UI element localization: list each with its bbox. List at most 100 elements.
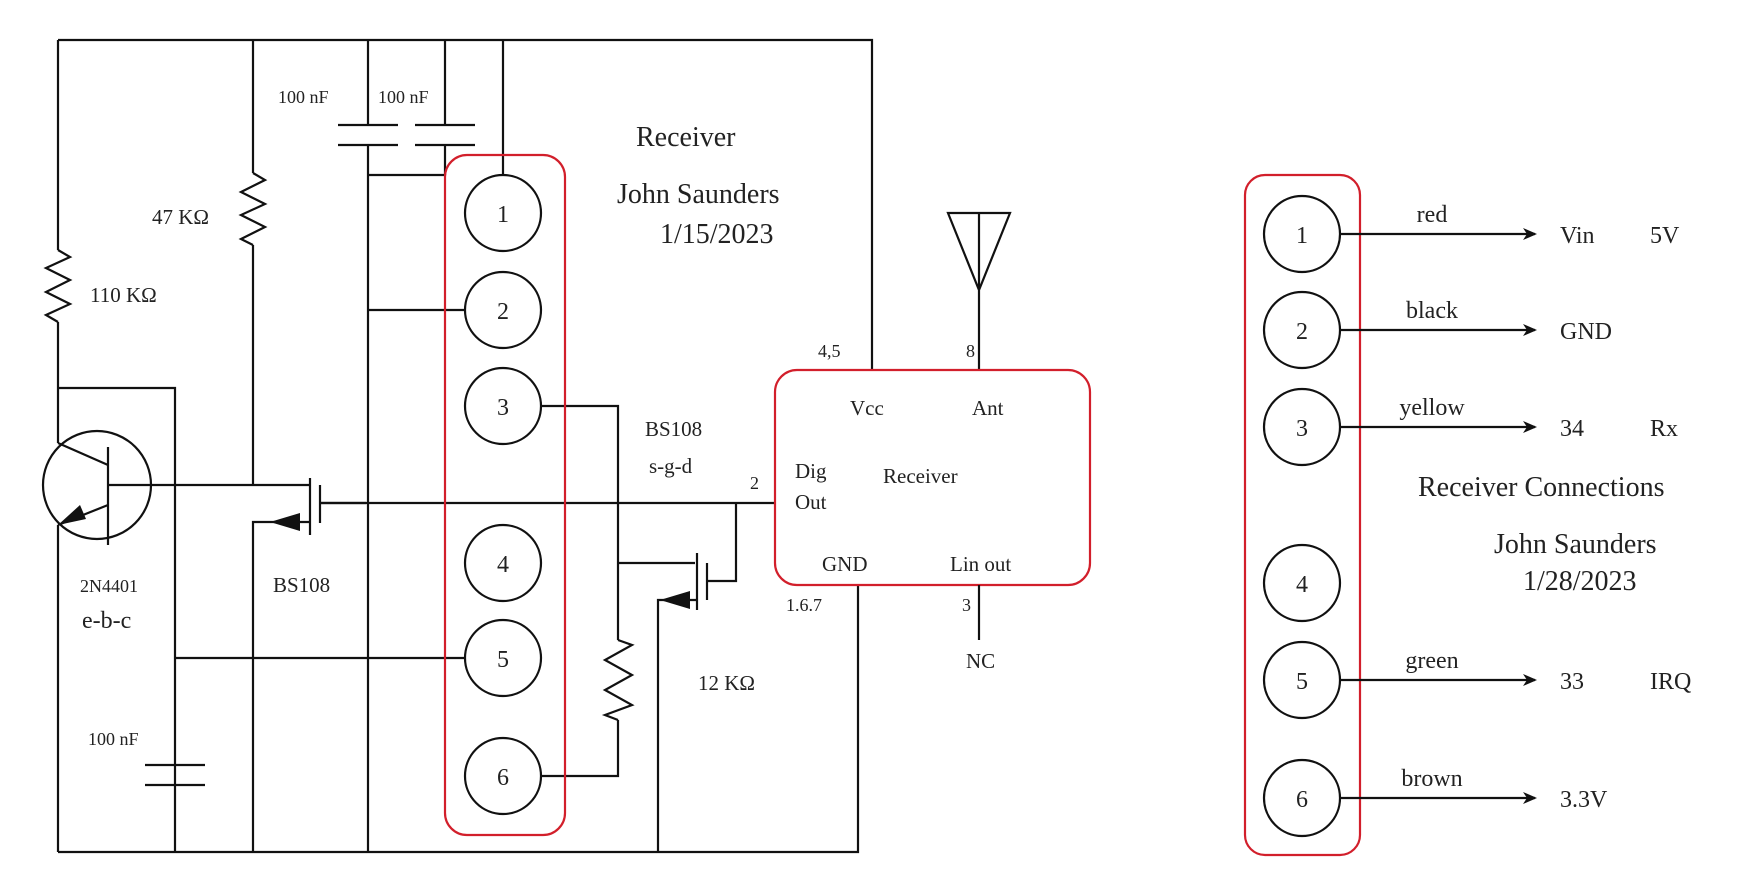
target-detail-label: Rx [1650,416,1678,442]
emitter-arrow-icon [58,505,86,525]
label-r1: 110 KΩ [90,283,157,307]
resistor-47k [238,172,268,246]
label-m1-part: BS108 [273,573,330,597]
label-gnd-pins: 1.6.7 [786,595,822,615]
label-nc: NC [966,649,995,673]
label-gnd: GND [822,552,868,576]
pin-circle [1262,543,1342,623]
left-connector-pins: 1 2 3 4 5 6 [463,173,543,816]
pin-circle [463,173,543,253]
pin-circle [463,618,543,698]
label-lin-out: Lin out [950,552,1011,576]
pin-circle [463,736,543,816]
target-detail-label: IRQ [1650,669,1691,695]
mosfet1-source-wire [251,520,310,852]
schematic-date: 1/15/2023 [660,219,774,250]
pin-number: 2 [1296,319,1308,345]
target-label: 3.3V [1560,787,1608,813]
right-connector-housing [1243,173,1362,857]
pin-number: 6 [1296,787,1308,813]
pin-number: 5 [497,647,509,673]
label-q1-part: 2N4401 [80,576,138,596]
left-pin: 6 [463,736,543,816]
capacitor-c3 [145,763,205,787]
connections-date: 1/28/2023 [1523,566,1637,597]
pin-number: 4 [1296,572,1308,598]
label-dig: Dig [795,459,827,483]
vcc-rail [58,38,874,370]
target-label: 34 [1560,416,1584,442]
label-q1-pinout: e-b-c [82,608,131,634]
left-pin: 2 [463,270,543,350]
pin-circle [463,523,543,603]
label-out: Out [795,490,827,514]
left-pin: 3 [463,366,543,446]
resistor-12k [601,638,635,722]
main-schematic: 1 2 3 4 5 6 100 nF 100 nF 47 KΩ 110 KΩ 2N4401… [41,38,1092,854]
pin-circle [463,366,543,446]
connections-author: John Saunders [1494,529,1657,560]
mosfet2-arrow-icon [660,591,690,609]
connection-row: 6 brown 3.3V [1262,758,1608,838]
label-c1: 100 nF [278,87,329,107]
left-pin: 5 [463,618,543,698]
label-m2-pinout: s-g-d [649,454,693,478]
connection-row: 4 [1262,543,1342,623]
label-c2: 100 nF [378,87,429,107]
label-receiver: Receiver [883,464,958,488]
wire-color-label: red [1417,202,1448,228]
wire-collector-bus [58,386,177,852]
gnd-rail [58,585,860,854]
target-label: Vin [1560,223,1595,249]
label-vcc-pins: 4,5 [818,341,841,361]
left-pin: 4 [463,523,543,603]
target-label: 33 [1560,669,1584,695]
pin-number: 3 [1296,416,1308,442]
resistor-110k [43,249,73,323]
mosfet1-arrow-icon [270,513,300,531]
label-dig-pin: 2 [750,473,759,493]
label-r3: 12 KΩ [698,671,755,695]
capacitor-c2 [415,123,475,147]
wire-color-label: brown [1401,766,1462,792]
receiver-module [773,368,1092,587]
schematic-author: John Saunders [617,179,780,210]
pin-number: 2 [497,299,509,325]
pin-number: 4 [497,552,509,578]
target-label: GND [1560,319,1612,345]
label-r2: 47 KΩ [152,205,209,229]
wire-pin3 [541,404,620,640]
transistor-collector [57,441,109,467]
capacitor-c1 [338,123,398,147]
wire-color-label: yellow [1399,395,1465,421]
wire-color-label: black [1406,298,1458,324]
label-m2-part: BS108 [645,417,702,441]
left-pin: 1 [463,173,543,253]
pin-number: 1 [497,202,509,228]
label-ant-pin: 8 [966,341,975,361]
connections-title: Receiver Connections [1418,472,1664,503]
target-detail-label: 5V [1650,223,1680,249]
connection-row: 5 green 33 IRQ [1262,640,1691,720]
label-ant: Ant [972,396,1004,420]
wire-color-label: green [1405,648,1458,674]
mosfet2-drain-wire [707,503,738,583]
wire-pin6 [541,720,620,778]
pin-circle [463,270,543,350]
connection-row: 3 yellow 34 Rx [1262,387,1678,467]
pin-number: 1 [1296,223,1308,249]
label-lin-pin: 3 [962,595,971,615]
mosfet2-source-wire [656,598,697,852]
schematic-title: Receiver [636,122,736,153]
label-c3: 100 nF [88,729,139,749]
pin-number: 6 [497,765,509,791]
label-vcc: Vcc [850,396,884,420]
pin-number: 3 [497,395,509,421]
pin-number: 5 [1296,669,1308,695]
left-connector-housing [443,153,567,837]
